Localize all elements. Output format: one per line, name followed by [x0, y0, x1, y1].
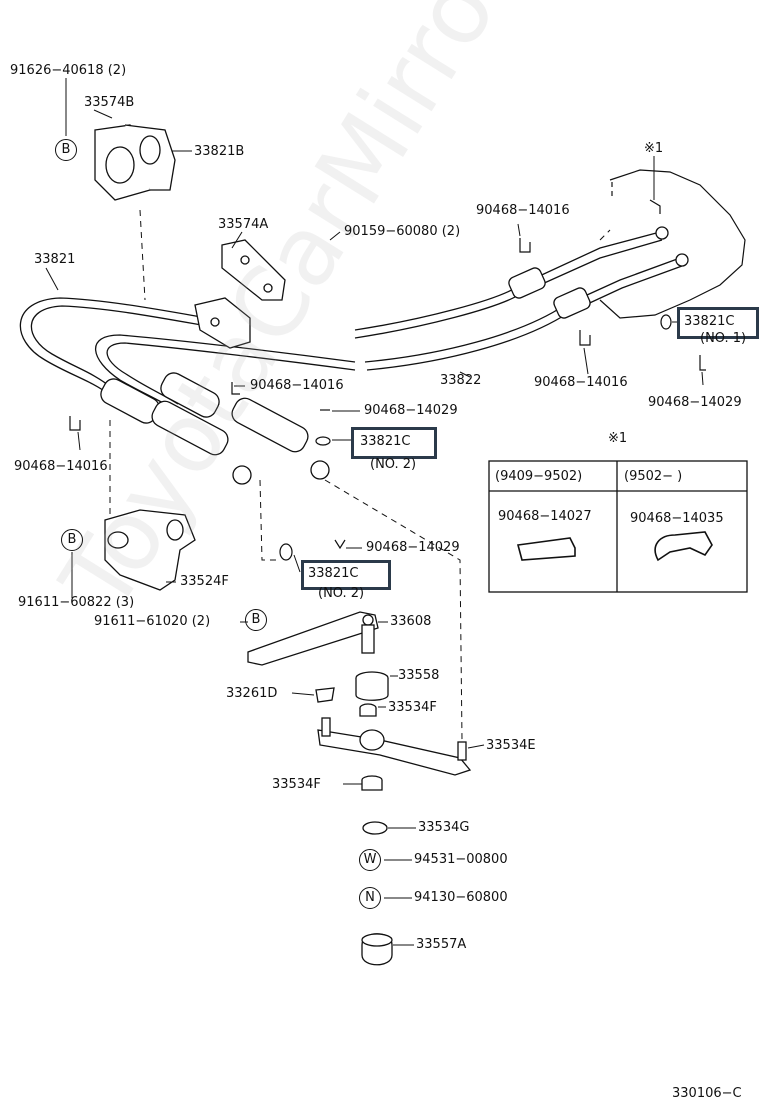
- table-col1-part: 90468−14027: [498, 509, 592, 524]
- lever-33534e: [317, 717, 472, 776]
- label-33524f: 33524F: [180, 574, 229, 589]
- label-90468-14016-mid: 90468−14016: [250, 378, 344, 393]
- cable-bracket-center: [194, 297, 251, 349]
- label-33608: 33608: [390, 614, 432, 629]
- label-91611-60822: 91611−60822 (3): [18, 595, 135, 610]
- label-90468-14016-right: 90468−14016: [534, 375, 628, 390]
- legend-table: [488, 460, 748, 593]
- label-33534f-upper: 33534F: [388, 700, 437, 715]
- label-94130-60800: 94130−60800: [414, 890, 508, 905]
- table-col2-part: 90468−14035: [630, 511, 724, 526]
- transmission-housing: [599, 169, 746, 319]
- label-33821: 33821: [34, 252, 76, 267]
- label-33534f-lower: 33534F: [272, 777, 321, 792]
- bushing-33558: [355, 671, 389, 701]
- marker-b-top: B: [55, 139, 77, 161]
- washers-33821c: [279, 314, 672, 561]
- label-33574a: 33574A: [218, 217, 269, 232]
- label-90468-14029-lower: 90468−14029: [366, 540, 460, 555]
- marker-b-left: B: [61, 529, 83, 551]
- label-90468-14016-left: 90468−14016: [14, 459, 108, 474]
- label-33821c-no1: 33821C: [684, 314, 735, 329]
- label-33557a: 33557A: [416, 937, 467, 952]
- highlight-33821c-no1: [677, 307, 759, 339]
- bushing-33534f-upper: [359, 703, 377, 717]
- label-no1: (NO. 1): [700, 331, 747, 346]
- label-91626-40618: 91626−40618 (2): [10, 63, 127, 78]
- bracket-33524f: [104, 509, 196, 591]
- washer-33534g: [362, 821, 388, 835]
- highlight-33821c-no2-lower: [301, 560, 391, 590]
- dashed-alignment-lines: [109, 209, 611, 741]
- clips: [69, 199, 706, 550]
- label-no2-lower: (NO. 2): [318, 586, 365, 601]
- highlight-33821c-no2-upper: [351, 427, 437, 459]
- label-33574b: 33574B: [84, 95, 135, 110]
- label-33261d: 33261D: [226, 686, 278, 701]
- label-94531-00800: 94531−00800: [414, 852, 508, 867]
- bushing-33534f-lower: [361, 775, 383, 791]
- part-33261d: [315, 687, 335, 703]
- leader-lines: [45, 78, 704, 946]
- label-note1-top: ※1: [644, 141, 664, 156]
- lever-33608: [247, 611, 379, 666]
- label-33822: 33822: [440, 373, 482, 388]
- marker-w: W: [359, 849, 381, 871]
- label-90468-14029-right: 90468−14029: [648, 395, 742, 410]
- marker-n: N: [359, 887, 381, 909]
- cable-end-fittings: [100, 226, 689, 485]
- label-91611-61020: 91611−61020 (2): [94, 614, 211, 629]
- marker-b-lever: B: [245, 609, 267, 631]
- table-col1-header: (9409−9502): [495, 469, 583, 484]
- label-note1-box: ※1: [608, 431, 628, 446]
- label-no2-upper: (NO. 2): [370, 457, 417, 472]
- label-33821c-no2-lower: 33821C: [308, 566, 359, 581]
- label-33558: 33558: [398, 668, 440, 683]
- label-90468-14029-mid: 90468−14029: [364, 403, 458, 418]
- bracket-33574a: [221, 239, 286, 301]
- table-col2-header: (9502− ): [624, 469, 683, 484]
- diagram-id: 330106−C: [672, 1086, 742, 1101]
- label-33821b: 33821B: [194, 144, 245, 159]
- label-90159-60080: 90159−60080 (2): [344, 224, 461, 239]
- label-33534e: 33534E: [486, 738, 536, 753]
- knob-33557a: [361, 933, 393, 966]
- label-90468-14016-top: 90468−14016: [476, 203, 570, 218]
- label-33821c-no2-upper: 33821C: [360, 434, 411, 449]
- cable-33821: [19, 231, 663, 396]
- bracket-33574b: [94, 124, 176, 201]
- label-33534g: 33534G: [418, 820, 470, 835]
